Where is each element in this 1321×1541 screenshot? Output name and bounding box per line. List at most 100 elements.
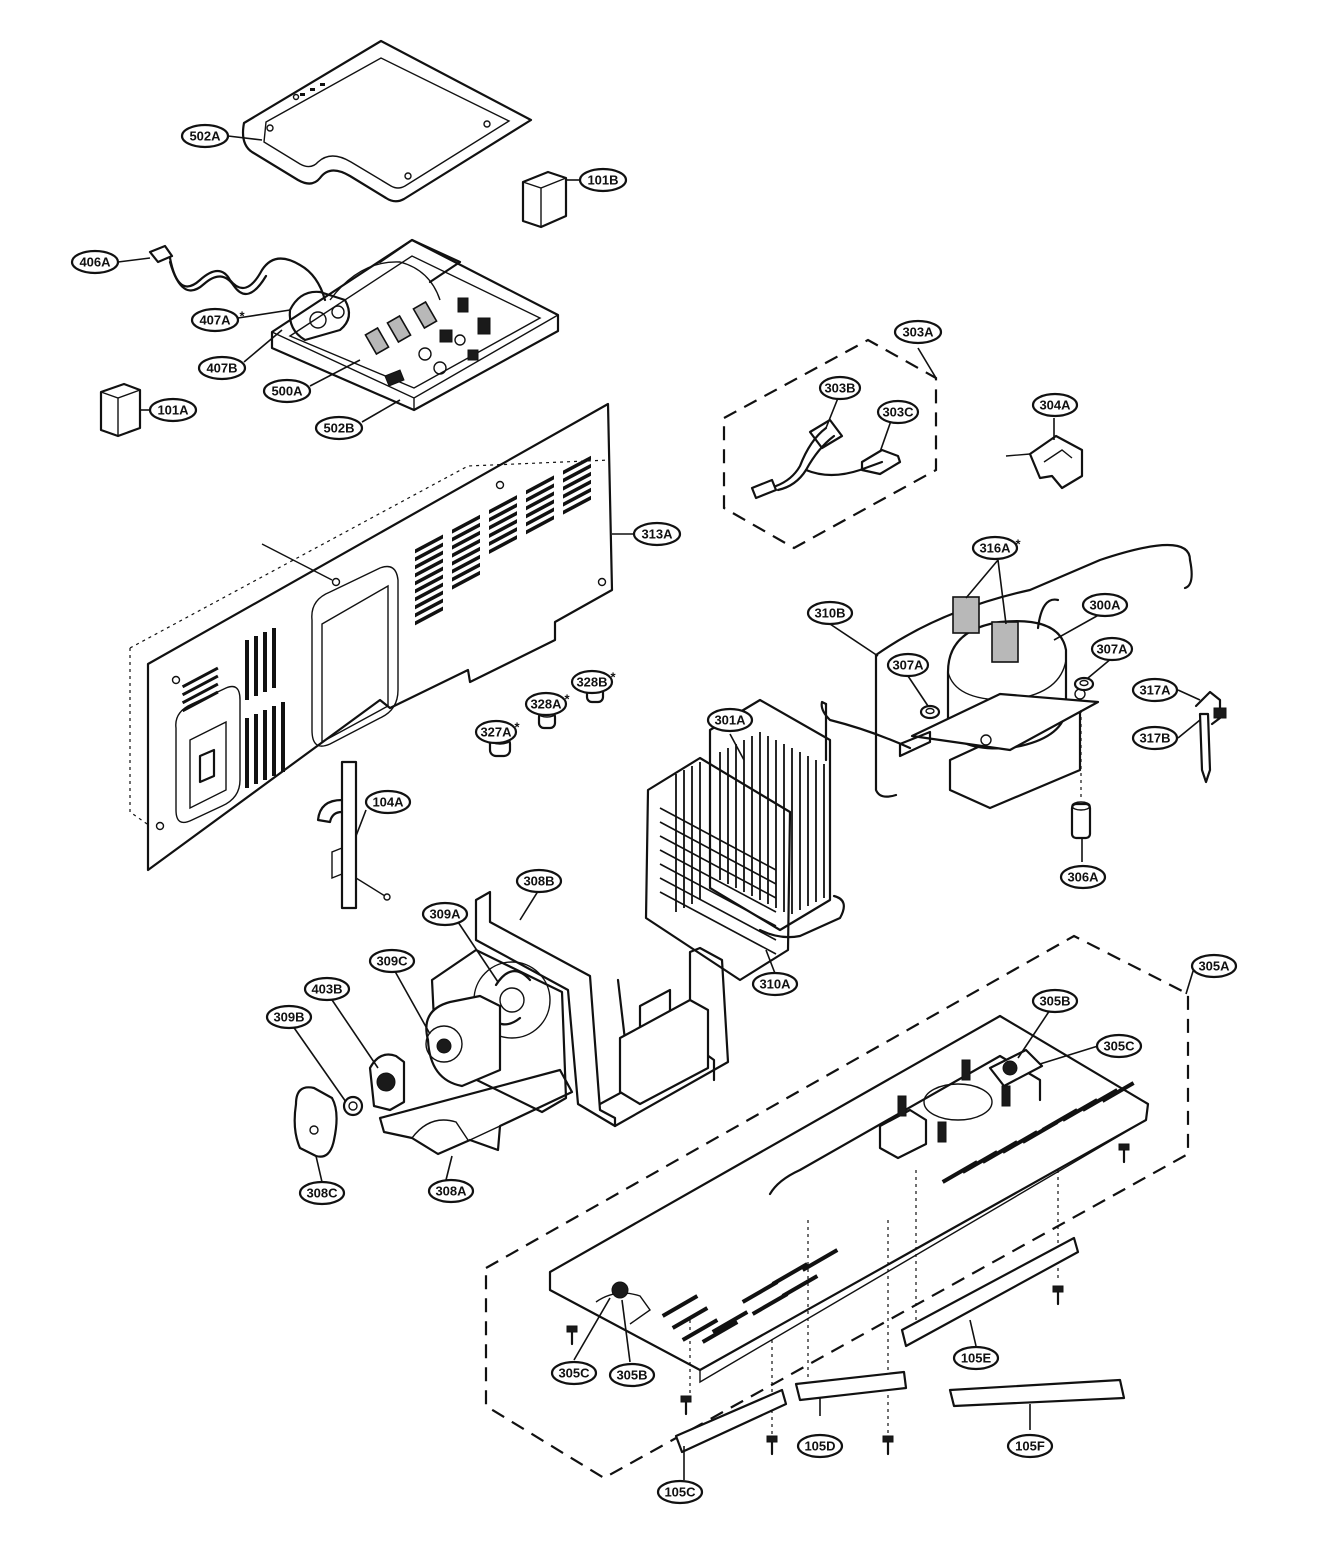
rail-105D: [794, 1370, 908, 1402]
callout-label: 301A: [714, 713, 746, 728]
callout-label: 303C: [882, 405, 914, 420]
callout-303C: 303C: [876, 399, 920, 425]
condenser-301A: [644, 698, 845, 982]
callout-307A-right: 307A: [1090, 636, 1134, 662]
callout-label: 305B: [1039, 994, 1070, 1009]
callout-star: *: [239, 309, 245, 324]
callout-305C-bottom: 305C: [550, 1360, 598, 1386]
callout-308B: 308B: [515, 868, 563, 894]
callout-403B: 403B: [303, 976, 351, 1002]
callout-label: 310A: [759, 977, 791, 992]
grommet-309B: [342, 1095, 364, 1117]
callout-label: 306A: [1067, 870, 1099, 885]
callout-500A: 500A: [262, 378, 312, 404]
callout-406A: 406A: [70, 249, 120, 275]
callout-label: 309C: [376, 954, 408, 969]
callout-label: 308A: [435, 1184, 467, 1199]
callout-105C: 105C: [656, 1479, 704, 1505]
callout-316A: 316A*: [971, 535, 1021, 561]
callout-104A: 104A: [364, 789, 412, 815]
callout-305A: 305A: [1190, 953, 1238, 979]
callout-300A: 300A: [1081, 592, 1129, 618]
callout-label: 307A: [1096, 642, 1128, 657]
callout-label: 300A: [1089, 598, 1121, 613]
callout-label: 307A: [892, 658, 924, 673]
callout-label: 407B: [206, 361, 237, 376]
cover-plate-502A: [241, 39, 533, 203]
base-plate-group-305A: [484, 934, 1190, 1480]
callout-label: 303B: [824, 381, 855, 396]
callout-label: 403B: [311, 982, 342, 997]
callout-105F: 105F: [1006, 1433, 1054, 1459]
spacer-306A: [1070, 710, 1092, 840]
motor-bracket-308A: [378, 1068, 574, 1156]
callout-105D: 105D: [796, 1433, 844, 1459]
bracket-101B: [521, 170, 568, 229]
control-board-assembly: [270, 238, 560, 412]
cover-308C: [293, 1086, 338, 1158]
callout-label: 305A: [1198, 959, 1230, 974]
callout-313A: 313A: [632, 521, 682, 547]
callout-303A: 303A: [893, 319, 943, 345]
rail-105E: [900, 1236, 1080, 1348]
callout-304A: 304A: [1031, 392, 1079, 418]
callout-star: *: [1015, 537, 1021, 552]
callout-label: 308B: [523, 874, 554, 889]
wire-harness-group-303A: [722, 338, 938, 550]
compressor-300A: [874, 544, 1193, 810]
callout-label: 305C: [558, 1366, 590, 1381]
grommet-307A-left: [919, 704, 941, 720]
callout-301A: 301A: [706, 707, 754, 733]
service-valve-317: [1194, 690, 1227, 784]
bracket-101A: [99, 382, 142, 438]
callout-star: *: [564, 692, 570, 707]
callout-328B: 328B*: [570, 670, 616, 695]
callout-label: 317B: [1139, 731, 1170, 746]
callout-label: 305B: [616, 1368, 647, 1383]
callout-310A: 310A: [751, 971, 799, 997]
callout-label: 303A: [902, 325, 934, 340]
leader-lines: [117, 135, 1201, 1480]
callout-label: 305C: [1103, 1039, 1135, 1054]
callout-105E: 105E: [952, 1345, 1000, 1371]
discharge-tube-310B: [820, 700, 912, 750]
vent-slots-305A: [661, 1081, 1135, 1344]
callout-label: 105C: [664, 1485, 696, 1500]
callout-309A: 309A: [421, 901, 469, 927]
callout-label: 105E: [961, 1351, 992, 1366]
callout-star: *: [514, 720, 520, 735]
callout-305B-bottom: 305B: [608, 1362, 656, 1388]
callout-label: 309A: [429, 907, 461, 922]
callout-label: 309B: [273, 1010, 304, 1025]
callout-101B: 101B: [578, 167, 628, 193]
callout-label: 313A: [641, 527, 673, 542]
callout-label: 502A: [189, 129, 221, 144]
callout-star: *: [610, 670, 616, 685]
grommet-307A-right: [1073, 676, 1095, 692]
callout-305C-top: 305C: [1095, 1033, 1143, 1059]
callout-307A-left: 307A: [886, 652, 930, 678]
callout-310B: 310B: [806, 600, 854, 626]
callout-309B: 309B: [265, 1004, 313, 1030]
callout-label: 104A: [372, 795, 404, 810]
callout-label: 327A: [480, 725, 512, 740]
callout-407B: 407B: [197, 355, 247, 381]
callout-label: 328B: [576, 675, 607, 690]
callout-317B: 317B: [1131, 725, 1179, 751]
callout-label: 406A: [79, 255, 111, 270]
callout-502A: 502A: [180, 123, 230, 149]
callout-502B: 502B: [314, 415, 364, 441]
callout-label: 328A: [530, 697, 562, 712]
callout-407A: 407A*: [190, 307, 245, 333]
callout-label: 308C: [306, 1186, 338, 1201]
callout-label: 105D: [804, 1439, 835, 1454]
rail-105F: [948, 1378, 1126, 1408]
callout-328A: 328A*: [524, 692, 570, 717]
callout-305B-top: 305B: [1031, 988, 1079, 1014]
callout-101A: 101A: [148, 397, 198, 423]
rail-105C: [674, 1388, 788, 1454]
callout-303B: 303B: [818, 375, 862, 401]
motor-mount-403B: [368, 1053, 406, 1112]
callout-308A: 308A: [427, 1178, 475, 1204]
